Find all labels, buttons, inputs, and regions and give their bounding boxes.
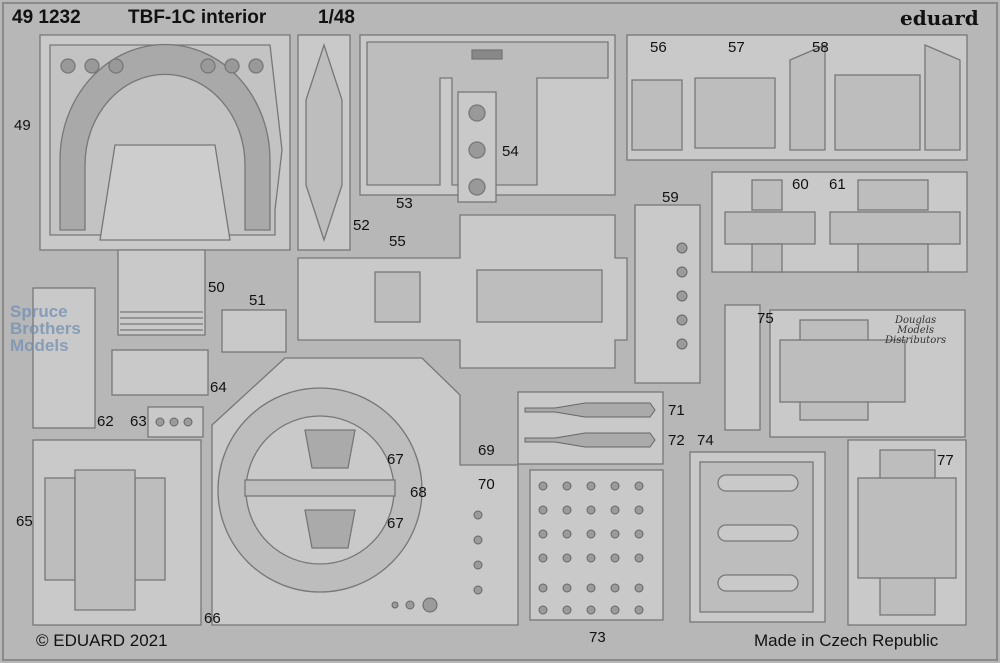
part-number: 75 [757, 310, 774, 327]
part-number: 59 [662, 189, 679, 206]
part-62 [32, 287, 96, 429]
part-51 [221, 309, 287, 353]
distributor-watermark: Douglas Models Distributors [885, 315, 947, 346]
part-number: 52 [353, 217, 370, 234]
part-number: 72 [668, 432, 685, 449]
part-number: 55 [389, 233, 406, 250]
part-59 [634, 204, 701, 384]
part-number: 71 [668, 402, 685, 419]
part-number: 53 [396, 195, 413, 212]
part-number: 56 [650, 39, 667, 56]
part-number: 69 [478, 442, 495, 459]
part-number: 67 [387, 451, 404, 468]
part-number: 63 [130, 413, 147, 430]
part-number: 64 [210, 379, 227, 396]
part-50 [117, 249, 206, 336]
part-number: 51 [249, 292, 266, 309]
part-number: 57 [728, 39, 745, 56]
part-number: 66 [204, 610, 221, 627]
part-number: 54 [502, 143, 519, 160]
part-number: 49 [14, 117, 31, 134]
sheet-scale: 1/48 [318, 7, 355, 28]
part-number: 61 [829, 176, 846, 193]
brand-logo: eduard [900, 6, 979, 30]
copyright: © EDUARD 2021 [36, 631, 168, 650]
part-number: 58 [812, 39, 829, 56]
part-64 [111, 349, 209, 396]
part-55 [297, 214, 628, 369]
part-number: 62 [97, 413, 114, 430]
part-number: 77 [937, 452, 954, 469]
part-number: 60 [792, 176, 809, 193]
spruce-brothers-watermark: Spruce Brothers Models [10, 302, 81, 355]
sheet-title: TBF-1C interior [128, 7, 267, 28]
part-number: 70 [478, 476, 495, 493]
part-number: 65 [16, 513, 33, 530]
part-number: 67 [387, 515, 404, 532]
origin: Made in Czech Republic [754, 631, 939, 650]
catalog-number: 49 1232 [12, 7, 81, 28]
part-75 [724, 304, 761, 431]
part-number: 50 [208, 279, 225, 296]
part-number: 73 [589, 629, 606, 646]
part-number: 74 [697, 432, 714, 449]
part-73 [529, 469, 664, 621]
part-number: 68 [410, 484, 427, 501]
